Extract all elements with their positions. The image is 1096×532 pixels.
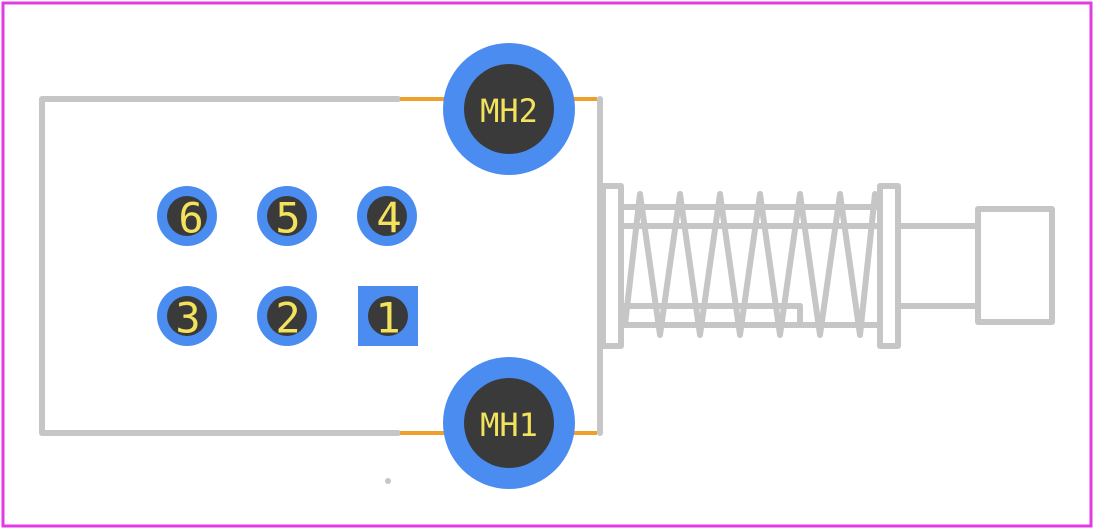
pad-label: 1 [375, 294, 400, 343]
actuator-button [975, 206, 1055, 325]
actuator-silkscreen [600, 183, 1055, 349]
pad-pin-3[interactable]: 3 [157, 286, 217, 346]
pad-label: 4 [376, 194, 401, 243]
pad-label: 6 [178, 194, 203, 243]
pad-pin-4[interactable]: 4 [357, 186, 417, 246]
pad-pin-6[interactable]: 6 [157, 186, 217, 246]
actuator-collar [600, 183, 624, 349]
pad-label: 5 [275, 194, 300, 243]
pad-pin-2[interactable]: 2 [257, 286, 317, 346]
actuator-flange [877, 183, 901, 349]
mounting-hole-label: MH1 [480, 406, 538, 444]
mounting-hole-label: MH2 [480, 92, 538, 130]
pad-label: 2 [275, 294, 300, 343]
mounting-hole-mh1[interactable]: MH1 [443, 357, 575, 489]
spring-coil [622, 191, 878, 338]
pad-label: 3 [175, 294, 200, 343]
keepout-lines [400, 97, 597, 435]
pad-pin-1[interactable]: 1 [358, 286, 418, 346]
mounting-hole-mh2[interactable]: MH2 [443, 43, 575, 175]
pad-pin-5[interactable]: 5 [257, 186, 317, 246]
pin1-marker-dot [385, 478, 391, 484]
